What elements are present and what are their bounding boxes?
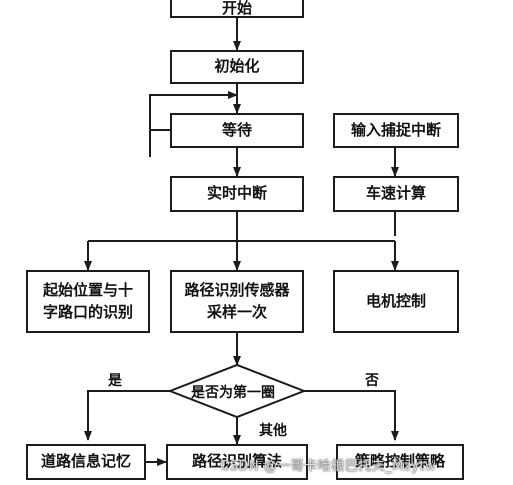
start-cross-recog-line2: 字路口的识别 (42, 302, 133, 321)
path-sensor-line1: 路径识别传感器 (184, 280, 290, 299)
capture-interrupt-node: 输入捕捉中断 (333, 113, 459, 148)
capture-interrupt-label: 输入捕捉中断 (350, 120, 441, 139)
edge-wait-loop (149, 91, 238, 157)
edge-decision-no (304, 390, 399, 441)
decision-label: 是否为第一圈 (191, 385, 275, 401)
speed-calc-label: 车速计算 (365, 184, 426, 203)
init-node: 初始化 (170, 50, 304, 84)
watermark-text: CSDN @一哥卡哈根巴托夫_Mzytw (220, 459, 437, 474)
path-sensor-node: 路径识别传感器 采样一次 (170, 270, 304, 333)
edge-label-other: 其他 (259, 423, 287, 439)
edge-decision-yes (84, 390, 170, 441)
edge-label-no: 否 (365, 373, 379, 389)
path-algorithm-label: 路径识别算法 (191, 452, 282, 471)
strategy-node: 策略控制策略 (336, 444, 464, 480)
decision-diamond (167, 363, 307, 419)
wait-node: 等待 (170, 113, 304, 148)
strategy-label: 策略控制策略 (354, 452, 445, 471)
edge-label-yes: 是 (108, 373, 122, 389)
road-memory-label: 道路信息记忆 (40, 452, 131, 471)
path-sensor-line2: 采样一次 (206, 302, 267, 321)
wait-label: 等待 (221, 120, 252, 139)
init-label: 初始化 (214, 57, 260, 76)
realtime-interrupt-node: 实时中断 (170, 176, 304, 212)
realtime-interrupt-label: 实时中断 (206, 184, 267, 203)
start-node: 开始 (170, 0, 304, 18)
start-cross-recog-line1: 起始位置与十 (42, 280, 133, 299)
start-label: 开始 (221, 0, 252, 18)
start-cross-recog-node: 起始位置与十 字路口的识别 (26, 270, 150, 333)
motor-control-node: 电机控制 (333, 270, 459, 333)
motor-control-label: 电机控制 (365, 291, 426, 310)
path-algorithm-node: 路径识别算法 (166, 444, 308, 480)
speed-calc-node: 车速计算 (333, 176, 459, 212)
road-memory-node: 道路信息记忆 (26, 444, 146, 480)
